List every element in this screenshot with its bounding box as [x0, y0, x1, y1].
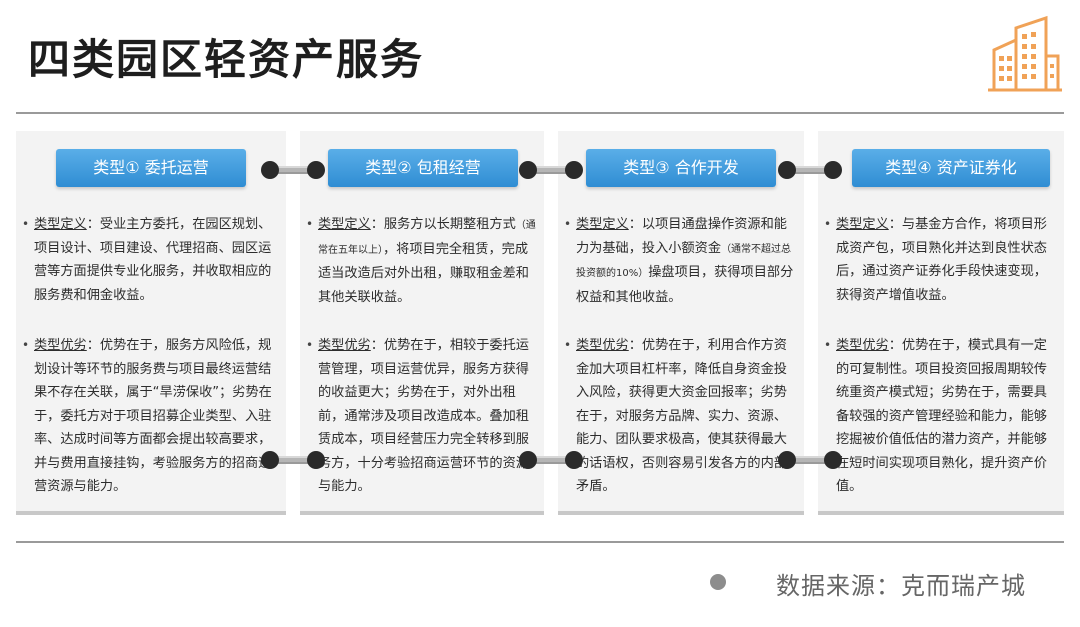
connector-icon [261, 451, 325, 469]
bottom-divider [16, 541, 1064, 543]
definition-section: • 类型定义：与基金方合作，将项目形成资产包，项目熟化并达到良性状态后，通过资产证… [824, 213, 1058, 307]
pros-cons-section: • 类型优劣：优势在于，模式具有一定的可复制性。项目投资回报周期较传统重资产模式短… [824, 334, 1058, 499]
card-type-1: 类型① 委托运营 • 类型定义：受业主方委托，在园区规划、项目设计、项目建设、代理… [16, 131, 286, 515]
pros-cons-section: • 类型优劣：优势在于，服务方风险低，规划设计等环节的服务费与项目最终运营结果不存… [22, 334, 280, 499]
card-type-2: 类型② 包租经营 • 类型定义：服务方以长期整租方式（通常在五年以上），将项目完全… [300, 131, 544, 515]
definition-label: 类型定义 [576, 217, 629, 232]
definition-note: （通常在五年以上） [318, 220, 536, 256]
definition-section: • 类型定义：服务方以长期整租方式（通常在五年以上），将项目完全租赁，完成适当改造… [306, 213, 538, 309]
pros-cons-text: ：优势在于，利用合作方资金加大项目杠杆率，降低自身资金投入风险，获得更大资金回报… [576, 338, 787, 494]
bullet-dot-icon: • [564, 217, 572, 231]
card-heading: 类型① 委托运营 [56, 149, 246, 187]
source-dot-icon [710, 574, 726, 590]
top-divider [16, 112, 1064, 114]
pros-cons-label: 类型优劣 [576, 338, 629, 353]
pros-cons-section: • 类型优劣：优势在于，相较于委托运营管理，项目运营优异，服务方获得的收益更大；劣… [306, 334, 538, 499]
card-heading: 类型③ 合作开发 [586, 149, 776, 187]
definition-label: 类型定义 [34, 217, 87, 232]
pros-cons-text: ：优势在于，服务方风险低，规划设计等环节的服务费与项目最终运营结果不存在关联，属… [34, 338, 272, 494]
definition-label: 类型定义 [318, 217, 371, 232]
definition-text: ：服务方以长期整租方式 [370, 217, 516, 232]
pros-cons-text: ：优势在于，相较于委托运营管理，项目运营优异，服务方获得的收益更大；劣势在于，对… [318, 338, 529, 494]
pros-cons-text: ：优势在于，模式具有一定的可复制性。项目投资回报周期较传统重资产模式短；劣势在于… [836, 338, 1047, 494]
definition-text: ：与基金方合作，将项目形成资产包，项目熟化并达到良性状态后，通过资产证券化手段快… [836, 217, 1047, 303]
definition-label: 类型定义 [836, 217, 889, 232]
connector-icon [519, 451, 583, 469]
card-type-4: 类型④ 资产证券化 • 类型定义：与基金方合作，将项目形成资产包，项目熟化并达到良… [818, 131, 1064, 515]
connector-icon [519, 161, 583, 179]
bullet-dot-icon: • [306, 338, 314, 352]
page-title: 四类园区轻资产服务 [28, 35, 425, 84]
pros-cons-section: • 类型优劣：优势在于，利用合作方资金加大项目杠杆率，降低自身资金投入风险，获得更… [564, 334, 798, 499]
pros-cons-label: 类型优劣 [318, 338, 371, 353]
bullet-dot-icon: • [306, 217, 314, 231]
bullet-dot-icon: • [824, 217, 832, 231]
definition-text: ：受业主方委托，在园区规划、项目设计、项目建设、代理招商、园区运营等方面提供专业… [34, 217, 272, 303]
city-buildings-icon [988, 15, 1062, 92]
definition-text-continued: 操盘项目，获得项目部分权益和其他收益。 [576, 265, 794, 305]
definition-text: ：以项目通盘操作资源和能力为基础，投入小额资金 [576, 217, 787, 256]
bullet-dot-icon: • [564, 338, 572, 352]
connector-icon [261, 161, 325, 179]
definition-section: • 类型定义：以项目通盘操作资源和能力为基础，投入小额资金（通常不超过总投资额的1… [564, 213, 798, 309]
connector-icon [778, 451, 842, 469]
bullet-dot-icon: • [824, 338, 832, 352]
card-heading: 类型② 包租经营 [328, 149, 518, 187]
pros-cons-label: 类型优劣 [836, 338, 889, 353]
pros-cons-label: 类型优劣 [34, 338, 87, 353]
source-text: 数据来源：克而瑞产城 [776, 572, 1026, 600]
definition-text-continued: ，将项目完全租赁，完成适当改造后对外出租，赚取租金差和其他关联收益。 [318, 241, 529, 305]
bullet-dot-icon: • [22, 338, 30, 352]
card-heading: 类型④ 资产证券化 [852, 149, 1050, 187]
definition-section: • 类型定义：受业主方委托，在园区规划、项目设计、项目建设、代理招商、园区运营等方… [22, 213, 280, 307]
definition-note: （通常不超过总投资额的10%） [576, 243, 792, 280]
connector-icon [778, 161, 842, 179]
card-type-3: 类型③ 合作开发 • 类型定义：以项目通盘操作资源和能力为基础，投入小额资金（通常… [558, 131, 804, 515]
bullet-dot-icon: • [22, 217, 30, 231]
